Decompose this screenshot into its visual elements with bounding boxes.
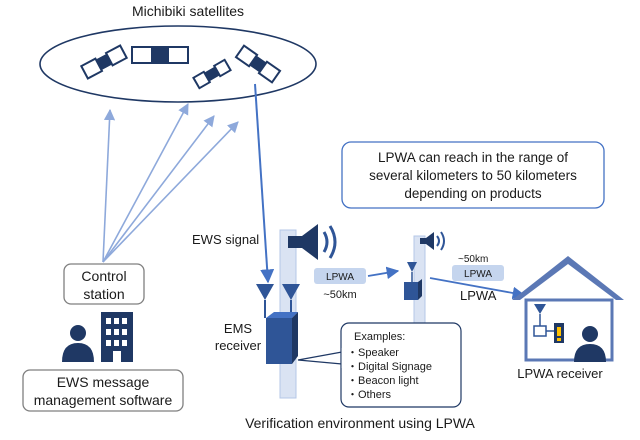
control-station-line2: station [83,286,124,302]
lpwa-arrow-1 [367,266,400,280]
lpwa-tag-1-range: ~50km [323,289,356,301]
range-note-line2: several kilometers to 50 kilometers [369,168,577,183]
satellites-ellipse [39,25,317,103]
lpwa-label: LPWA [460,288,497,303]
ews-signal-label: EWS signal [192,232,259,247]
lpwa-receiver-label: LPWA receiver [517,366,603,381]
relay-receiver-device [404,279,422,300]
antenna-icon [407,262,417,282]
satellite-icon [192,58,232,90]
house-icon [512,256,624,362]
examples-item: ・Speaker [347,347,399,359]
examples-title: Examples: [354,331,405,343]
software-line1: EWS message [57,374,150,390]
lpwa-tag-1-name: LPWA [326,272,354,283]
range-note-line3: depending on products [404,186,542,201]
software-line2: management software [34,392,173,408]
control-station-box [63,263,145,305]
ems-receiver-line2: receiver [215,338,262,353]
speaker-icon [288,224,337,260]
ems-receiver-line1: EMS [224,321,253,336]
speaker-icon [420,231,445,251]
lpwa-tag-1 [314,268,366,284]
satellite-icon [79,44,129,80]
lpwa-device-icon [533,304,564,343]
ews-downlink-arrow [254,83,275,284]
control-station-line1: Control [81,268,126,284]
satellite-icon [234,44,282,84]
lpwa-arrow-2 [429,277,526,300]
uplink-arrows [102,103,239,263]
satellite-icon [131,46,189,64]
examples-item: ・Others [347,389,392,401]
software-box [22,369,184,412]
caption: Verification environment using LPWA [245,415,475,431]
examples-item: ・Digital Signage [347,361,432,373]
range-note-line1: LPWA can reach in the range of [378,150,568,165]
lpwa-tag-2 [452,265,504,281]
lpwa-tag-2-name: LPWA [464,269,492,280]
ems-receiver-device [266,312,298,364]
examples-item: ・Beacon light [347,375,419,387]
examples-callout-pointer [297,351,343,365]
examples-box [340,322,462,408]
satellites-title: Michibiki satellites [132,3,244,19]
building-icon [101,312,133,362]
range-note-box [341,141,605,209]
person-icon [62,325,94,362]
person-icon [574,326,606,362]
lpwa-tag-2-range: ~50km [458,254,488,265]
